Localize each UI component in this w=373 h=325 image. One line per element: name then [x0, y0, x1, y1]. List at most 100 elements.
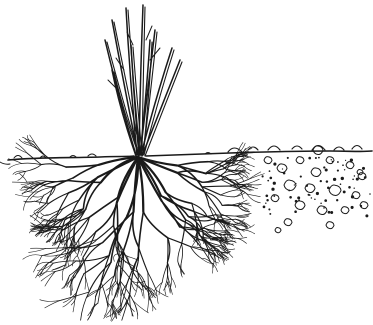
root [29, 249, 46, 253]
root [221, 190, 236, 195]
soil-grain [341, 177, 344, 180]
root [45, 255, 58, 256]
soil-grain [342, 164, 344, 166]
root [168, 238, 191, 247]
root [16, 143, 27, 153]
root [171, 277, 175, 287]
soil-grain [298, 199, 300, 201]
soil-grain [263, 206, 266, 209]
soil-grain [287, 157, 289, 159]
soil-grain [270, 177, 273, 180]
root [26, 165, 42, 172]
root [45, 272, 55, 287]
soil-grain [294, 210, 297, 213]
root [33, 195, 44, 197]
soil-pebble [284, 219, 292, 226]
root [138, 212, 143, 257]
root [156, 290, 158, 303]
soil-grain [271, 188, 274, 191]
soil-grain [311, 197, 312, 198]
root [133, 212, 139, 247]
soil-grain [295, 183, 296, 184]
soil-grain [330, 211, 333, 214]
soil-grain [344, 169, 345, 170]
root [114, 254, 118, 262]
soil-grain [308, 157, 311, 160]
soil-grain [283, 172, 286, 175]
soil-grain [318, 157, 320, 159]
soil-grain [273, 182, 276, 185]
soil-grain [332, 161, 334, 163]
soil-pebble [326, 157, 334, 164]
root [156, 290, 168, 297]
root [20, 174, 27, 183]
soil-grain [320, 203, 322, 205]
soil-grain [266, 199, 268, 201]
soil-grain [316, 192, 319, 195]
soil-grain [324, 199, 327, 202]
soil-grain [354, 188, 355, 189]
soil-grain [269, 213, 271, 215]
soil-pebble [296, 157, 304, 164]
soil-pebble [329, 185, 341, 195]
root [221, 195, 235, 197]
root [133, 301, 137, 319]
root [57, 193, 68, 214]
soil-grain [325, 168, 328, 171]
root [46, 248, 68, 249]
root [41, 164, 66, 167]
root [242, 184, 251, 190]
root [30, 192, 39, 200]
root [96, 262, 111, 296]
soil-grain [294, 184, 295, 185]
root [138, 246, 148, 272]
root [136, 268, 138, 284]
root [171, 277, 172, 287]
soil-grain [351, 206, 354, 209]
root [53, 209, 63, 220]
soil-grain [320, 180, 322, 182]
soil-grain [327, 187, 330, 190]
root [239, 157, 250, 161]
root [24, 201, 35, 202]
soil-grain [336, 199, 338, 201]
soil-grain [356, 178, 359, 181]
root [15, 195, 29, 197]
soil-grain [282, 168, 283, 169]
soil-grain [331, 159, 332, 160]
root [9, 164, 22, 169]
soil-stones [262, 146, 371, 233]
root [101, 282, 107, 302]
soil-grain [365, 214, 368, 217]
root [239, 187, 243, 199]
soil-grain [350, 158, 353, 161]
soil-grain [308, 194, 310, 196]
root [36, 144, 46, 155]
soil-pebble [311, 168, 321, 177]
soil-grain [369, 193, 371, 195]
root [86, 182, 101, 209]
root [181, 244, 182, 263]
soil-grain [306, 185, 308, 187]
soil-grain [269, 170, 271, 172]
root [178, 244, 182, 262]
root [30, 215, 43, 225]
root-system [8, 135, 264, 321]
soil-grain [268, 208, 270, 210]
root [202, 176, 220, 182]
root [147, 295, 148, 312]
soil-grain [273, 163, 276, 166]
root [182, 220, 186, 244]
soil-grain [326, 180, 328, 182]
soil-pebble [341, 207, 349, 214]
soil-grain [323, 166, 325, 168]
root [247, 184, 261, 185]
soil-grain [333, 178, 336, 181]
soil-grain [267, 180, 269, 182]
root [97, 225, 114, 239]
soil-grain [337, 170, 339, 172]
root [84, 256, 109, 274]
root [154, 282, 162, 291]
root [34, 204, 45, 211]
